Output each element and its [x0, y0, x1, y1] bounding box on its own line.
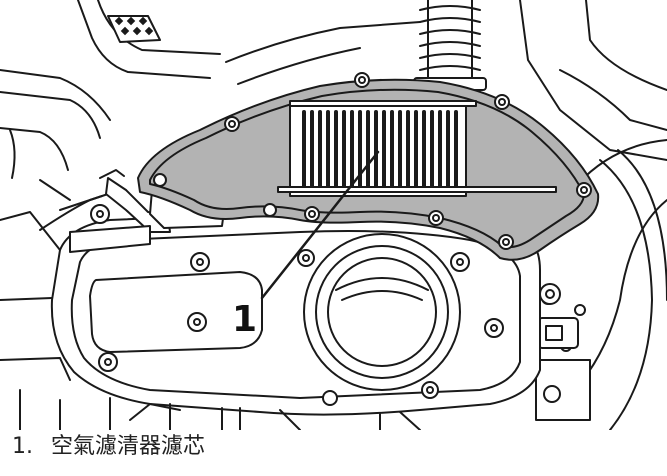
upper-body-panels [0, 0, 667, 179]
rear-shock-spring [413, 0, 487, 91]
housing-bolts [153, 72, 592, 250]
callout-number: 1 [232, 299, 258, 340]
caption-text: 空氣濾清器濾芯 [51, 434, 206, 459]
lower-frame [0, 179, 421, 430]
filter-pleats [302, 110, 458, 192]
inspection-cover [303, 233, 461, 391]
air-filter-diagram [0, 0, 667, 430]
callout-leader-line [260, 150, 380, 300]
air-filter-element [277, 100, 557, 197]
caption-index: 1. [12, 434, 33, 459]
figure-caption: 1. 空氣濾清器濾芯 [12, 428, 205, 460]
